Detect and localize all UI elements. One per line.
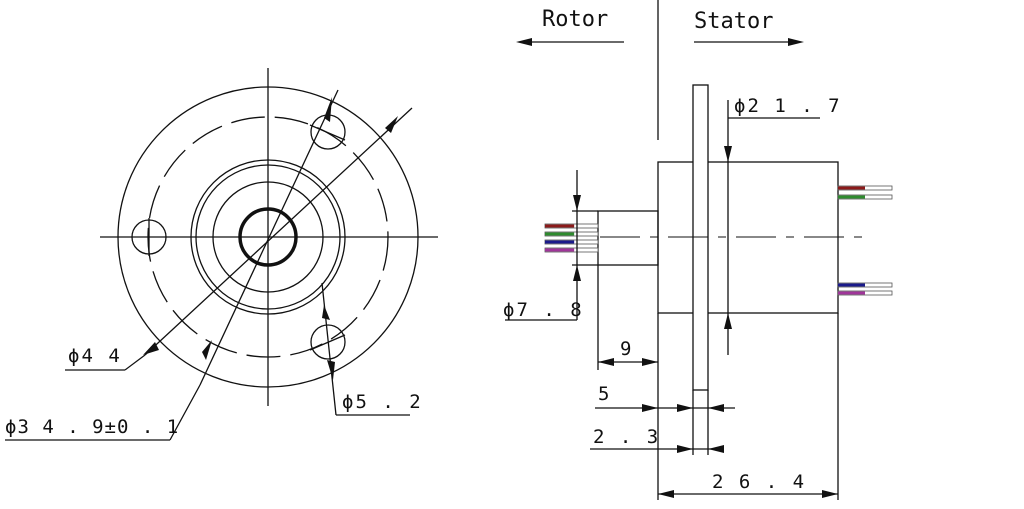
- mounting-hole-bottom: [310, 324, 346, 360]
- arrow: [202, 340, 212, 360]
- dim-rotor-length: 9: [620, 338, 631, 360]
- dim-total-length: 2 6 . 4: [712, 471, 806, 493]
- arrow-left-icon: [516, 38, 532, 46]
- arrow: [143, 342, 159, 355]
- arrow: [322, 305, 330, 320]
- dim-rotor-diameter: ϕ7 . 8: [503, 299, 584, 321]
- rotor-label: Rotor: [542, 7, 608, 32]
- dim-stator-diameter: ϕ2 1 . 7: [734, 95, 842, 117]
- side-view: ϕ7 . 8 ϕ2 1 . 7 9 5 2 . 3 2 6 . 4: [503, 84, 893, 500]
- arrow-right-icon: [788, 38, 804, 46]
- dim-outer-diameter: ϕ4 4: [68, 345, 122, 367]
- front-view: ϕ4 4 ϕ3 4 . 9±0 . 1 ϕ5 . 2: [5, 68, 438, 441]
- dim-flange-offset: 5: [598, 383, 609, 405]
- stator-label: Stator: [694, 9, 773, 34]
- arrow: [327, 360, 335, 380]
- arrow: [385, 116, 398, 133]
- rotor-stator-header: Rotor Stator: [516, 0, 804, 140]
- dim-hole-diameter: ϕ5 . 2: [342, 391, 423, 413]
- dim-flange-thickness: 2 . 3: [593, 426, 660, 448]
- rotor-body: [597, 210, 659, 266]
- dim-bolt-circle: ϕ3 4 . 9±0 . 1: [5, 416, 179, 438]
- arrow: [324, 97, 332, 122]
